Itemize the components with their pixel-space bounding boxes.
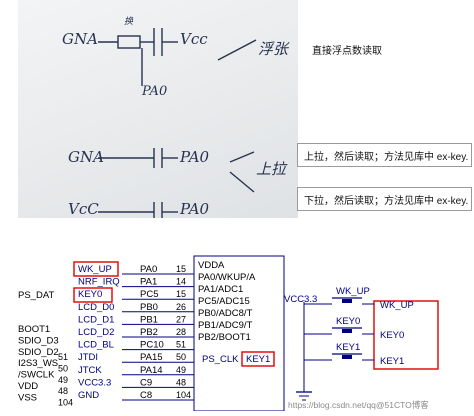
- net-label: WK_UP: [78, 264, 112, 275]
- mcu-pin-name: C8: [140, 390, 152, 401]
- mcu-pin-name: PC5: [140, 289, 158, 300]
- mcu-function-label: PA1/ADC1: [198, 284, 243, 295]
- net-label: JTDI: [78, 352, 98, 363]
- mcu-pin-number: 51: [176, 340, 186, 350]
- mcu-pin-number: 15: [176, 289, 186, 299]
- callout-pulldown: 下拉，然后读取；方法见库中 ex-key.: [297, 187, 472, 211]
- redbox-outputs: [373, 300, 439, 370]
- net-label: VCC3.3: [78, 377, 111, 388]
- mcu-pin-name: PC10: [140, 340, 164, 351]
- net-label: LCD_BL: [78, 340, 114, 351]
- note-gna-top: GNA: [62, 30, 98, 48]
- mcu-pin-name: PA15: [140, 352, 163, 363]
- net-label: NRF_IRQ: [78, 277, 120, 288]
- note-res-mark: 换: [124, 17, 134, 27]
- net-label: LCD_D1: [78, 314, 114, 325]
- callout-direct-text: 直接浮点数读取: [312, 45, 382, 57]
- mcu-pin-number: 50: [176, 352, 186, 362]
- note-pa0-bot: PA0: [180, 200, 210, 218]
- left-net-label: VSS: [18, 392, 37, 403]
- redbox-key0: [73, 287, 113, 303]
- net-label: LCD_D2: [78, 327, 114, 338]
- switch-button: [342, 355, 352, 359]
- left-pin-number: 104: [58, 398, 73, 408]
- key1-net-label: PS_CLK: [202, 354, 239, 365]
- switch-button: [342, 299, 352, 303]
- mcu-function-label: PB0/ADC8/T: [198, 308, 253, 319]
- mcu-pin-number: 49: [176, 365, 186, 375]
- mcu-function-label: PA0/WKUP/A: [198, 272, 256, 283]
- left-net-label: VDD: [18, 381, 38, 392]
- mcu-pin-name: PB0: [140, 302, 158, 313]
- mcu-pin-number: 104: [176, 390, 191, 400]
- mcu-pin-name: PA14: [140, 365, 163, 376]
- net-label: GND: [78, 390, 99, 401]
- redbox-wkup: [73, 261, 119, 277]
- note-pa0-mid2: PA0: [180, 148, 210, 166]
- net-label: KEY0: [78, 289, 102, 300]
- net-label: JTCK: [78, 365, 102, 376]
- output-label: WK_UP: [380, 300, 414, 311]
- switch-wkup: WK_UP WK_UP: [304, 286, 414, 311]
- mcu-pin-number: 48: [176, 377, 186, 387]
- note-gna-mid: GNA: [68, 148, 104, 166]
- note-vcc-top: Vcc: [180, 30, 208, 48]
- switch-button: [342, 329, 352, 333]
- vcc-label: VCC3.3: [284, 294, 317, 305]
- mcu-function-label: PB2/BOOT1: [198, 332, 251, 343]
- callout-pullup-text: 上拉，然后读取；方法见库中 ex-key.: [304, 151, 469, 163]
- mcu-pin-number: 26: [176, 302, 186, 312]
- mcu-pin-number: 27: [176, 314, 186, 324]
- callout-pulldown-text: 下拉，然后读取；方法见库中 ex-key.: [304, 195, 469, 207]
- mcu-function-label: PC5/ADC15: [198, 296, 250, 307]
- net-label: LCD_D0: [78, 302, 114, 313]
- left-net-label: BOOT1: [18, 324, 50, 335]
- left-pin-number: 48: [58, 386, 68, 396]
- output-label: KEY0: [380, 330, 404, 341]
- switch-label: KEY1: [336, 342, 360, 353]
- note-pa0-mid: PA0: [142, 84, 168, 99]
- key1-net-boxed: KEY1: [246, 354, 270, 365]
- mcu-pin-name: C9: [140, 377, 152, 388]
- mcu-function-label: VDDA: [198, 260, 225, 271]
- callout-direct-read: 直接浮点数读取: [306, 38, 398, 60]
- handwritten-notes-photo: GNA Vcc 换 PA0 浮张 GNA PA0 上拉 VcC PA0: [18, 0, 298, 218]
- left-net-label: PS_DAT: [18, 290, 54, 301]
- mcu-pin-name: PB1: [140, 314, 158, 325]
- mcu-pin-name: PA0: [140, 264, 157, 275]
- switch-label: KEY0: [336, 316, 360, 327]
- left-net-label: SDIO_D2: [18, 347, 59, 358]
- switch-label: WK_UP: [336, 286, 370, 297]
- note-pullup: 上拉: [256, 160, 287, 178]
- mcu-function-label: PB1/ADC9/T: [198, 320, 253, 331]
- left-pin-number: 51: [58, 352, 68, 362]
- left-pin-number: 50: [58, 363, 68, 373]
- mcu-pin-number: 28: [176, 327, 186, 337]
- redbox-key1: [241, 351, 275, 367]
- note-vcc-bot: VcC: [68, 200, 99, 218]
- note-float: 浮张: [258, 40, 289, 58]
- mcu-pin-number: 14: [176, 277, 186, 287]
- mcu-pin-name: PB2: [140, 327, 158, 338]
- output-label: KEY1: [380, 356, 404, 367]
- left-net-label: /SWCLK: [18, 370, 55, 381]
- callout-pullup: 上拉，然后读取；方法见库中 ex-key.: [297, 143, 472, 167]
- handwritten-sketch: [98, 28, 257, 218]
- mcu-pin-name: PA1: [140, 277, 157, 288]
- mcu-pin-number: 15: [176, 264, 186, 274]
- left-pin-number: 49: [58, 375, 68, 385]
- watermark: https://blog.csdn.net/qq@51CTO博客: [288, 400, 429, 410]
- left-net-label: SDIO_D3: [18, 335, 59, 346]
- left-net-label: I2S3_WS: [18, 358, 58, 369]
